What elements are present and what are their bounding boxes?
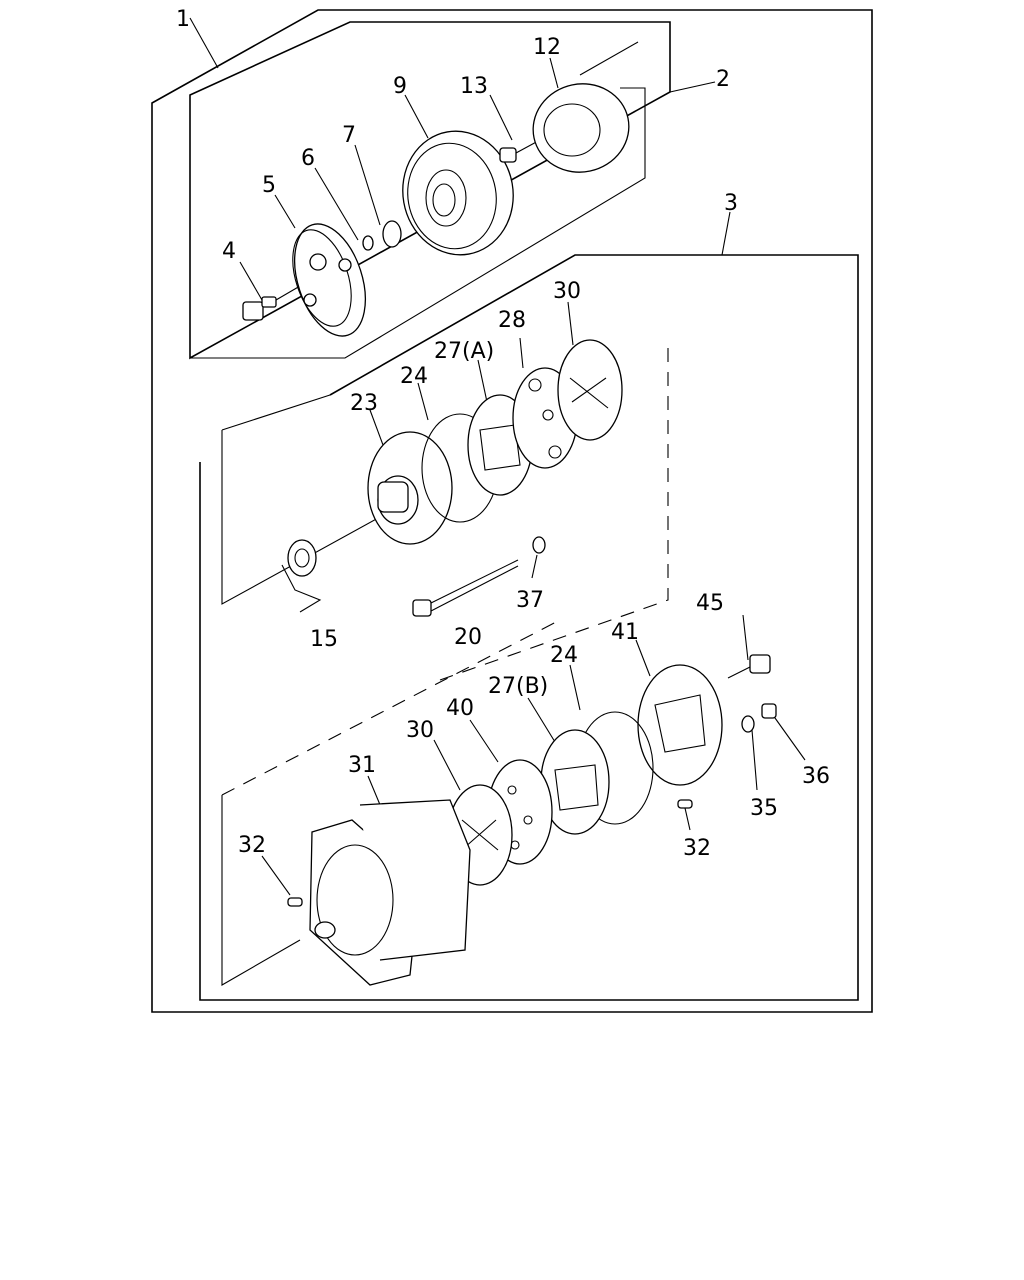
callout-37: 37 bbox=[516, 588, 544, 613]
part-o-ring-37 bbox=[532, 536, 546, 554]
callout-labels: 1 2 3 4 5 6 7 9 12 13 15 20 23 24 27(A) … bbox=[176, 7, 830, 861]
part-through-bolt-20 bbox=[412, 559, 519, 617]
callout-27a: 27(A) bbox=[434, 339, 494, 364]
part-pressure-plate-5 bbox=[292, 223, 366, 337]
part-bolt-4 bbox=[242, 285, 301, 321]
callout-3: 3 bbox=[724, 191, 738, 216]
part-pin-32-left bbox=[287, 897, 303, 907]
part-gasket-27b bbox=[540, 729, 610, 835]
part-shim-6 bbox=[362, 235, 374, 251]
callout-30-lower: 30 bbox=[406, 718, 434, 743]
part-coil-12 bbox=[532, 41, 639, 173]
part-rear-head-41 bbox=[637, 664, 723, 786]
group-frame-3 bbox=[199, 254, 859, 1001]
callout-23: 23 bbox=[350, 391, 378, 416]
part-bolt-45 bbox=[727, 654, 771, 679]
callout-40: 40 bbox=[446, 696, 474, 721]
group-frame-1 bbox=[151, 9, 873, 1013]
part-screw-13 bbox=[499, 139, 541, 163]
callout-32-right: 32 bbox=[683, 836, 711, 861]
subgroup-frame-upper bbox=[221, 348, 669, 681]
callout-20: 20 bbox=[454, 625, 482, 650]
subgroup-frame-lower bbox=[221, 619, 561, 986]
part-shaft-seal-15 bbox=[281, 539, 322, 613]
callout-31: 31 bbox=[348, 753, 376, 778]
part-pulley-9 bbox=[402, 130, 514, 256]
callout-24-upper: 24 bbox=[400, 364, 428, 389]
part-plug-36 bbox=[761, 703, 777, 719]
part-o-ring-35 bbox=[741, 715, 755, 733]
callout-13: 13 bbox=[460, 74, 488, 99]
part-pin-32-right bbox=[677, 799, 693, 809]
callout-1: 1 bbox=[176, 7, 190, 32]
callout-5: 5 bbox=[262, 173, 276, 198]
callout-45: 45 bbox=[696, 591, 724, 616]
leader-lines bbox=[189, 17, 806, 896]
callout-12: 12 bbox=[533, 35, 561, 60]
callout-2: 2 bbox=[716, 67, 730, 92]
callout-9: 9 bbox=[393, 74, 407, 99]
callout-28: 28 bbox=[498, 308, 526, 333]
callout-27b: 27(B) bbox=[488, 674, 548, 699]
callout-32-left: 32 bbox=[238, 833, 266, 858]
callout-36: 36 bbox=[802, 764, 830, 789]
part-snap-ring-7 bbox=[382, 220, 402, 248]
callout-4: 4 bbox=[222, 239, 236, 264]
part-cylinder-block-31 bbox=[309, 799, 471, 986]
group-frame-2 bbox=[189, 21, 671, 360]
callout-41: 41 bbox=[611, 620, 639, 645]
part-reed-valve-30-upper bbox=[557, 339, 623, 441]
callout-7: 7 bbox=[342, 123, 356, 148]
callout-35: 35 bbox=[750, 796, 778, 821]
callout-30-upper: 30 bbox=[553, 279, 581, 304]
callout-6: 6 bbox=[301, 146, 315, 171]
callout-24-lower: 24 bbox=[550, 643, 578, 668]
callout-15: 15 bbox=[310, 627, 338, 652]
part-front-head-23 bbox=[367, 431, 453, 545]
